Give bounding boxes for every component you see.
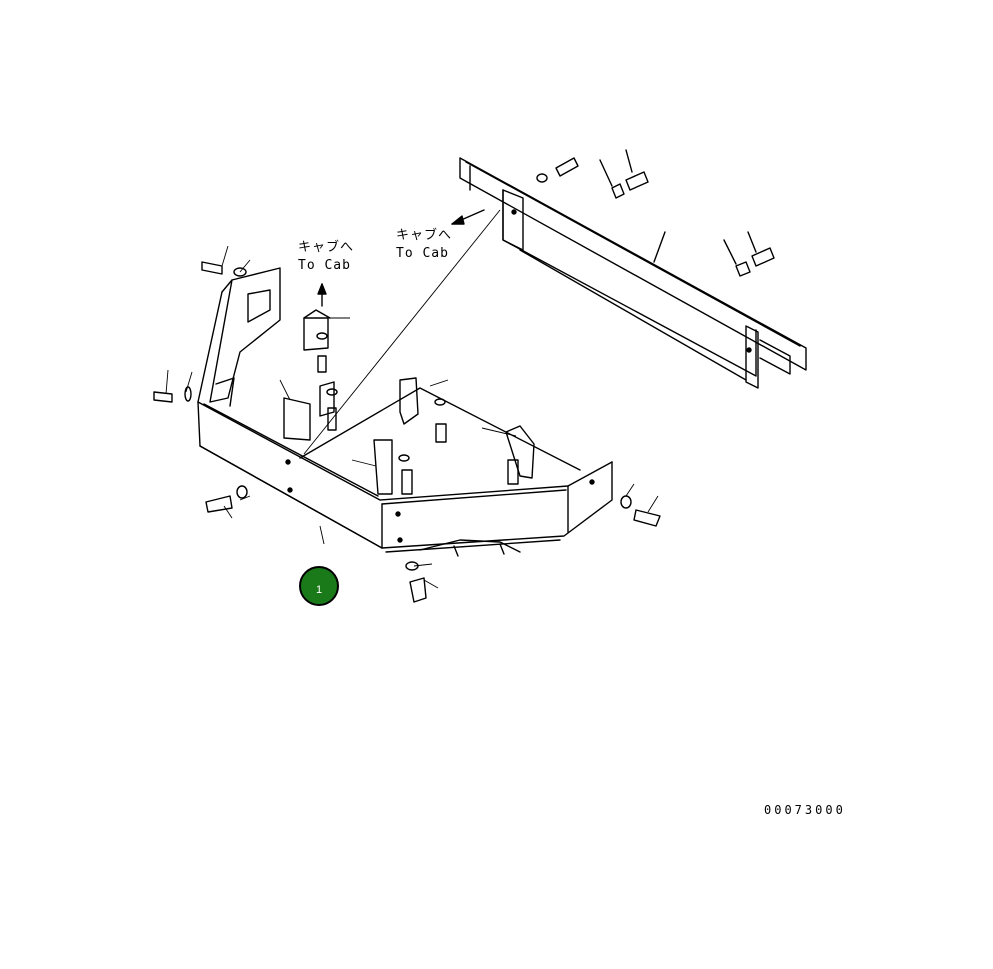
bumper-bolts [153,261,661,603]
part-callout-1[interactable]: 1 [299,566,339,606]
part-callout-number: 1 [315,584,323,596]
to-cab-label-en-left: To Cab [298,258,351,273]
to-cab-label-en-right: To Cab [396,246,449,261]
to-cab-label-jp-right: キャブへ [396,228,453,243]
leader-lines [165,209,659,589]
to-cab-label-jp-left: キャブへ [298,240,355,255]
to-cab-arrows [317,209,485,307]
rail-bolts [536,149,775,277]
drawing-code: 00073000 [764,803,846,817]
bumper-frame [197,267,613,557]
rear-rail [459,157,807,389]
brackets [283,309,535,495]
